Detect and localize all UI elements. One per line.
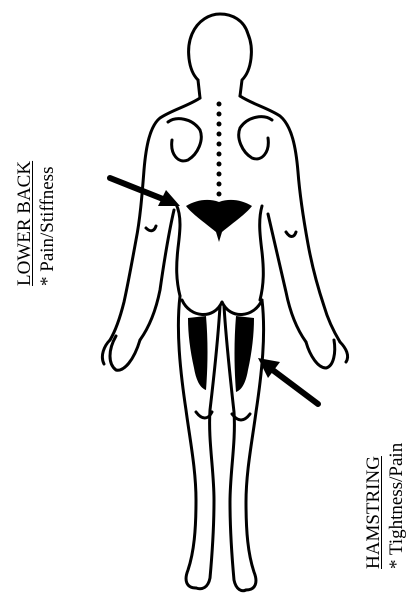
left-hand xyxy=(102,336,140,370)
hamstring-title: HAMSTRING xyxy=(363,456,384,569)
left-scapula xyxy=(168,119,201,161)
lower-back-title: LOWER BACK xyxy=(14,161,35,286)
waist-line-right xyxy=(260,206,264,300)
left-inner-arm xyxy=(140,210,174,340)
right-hand xyxy=(306,340,348,368)
hamstring-symptom: Tightness/Pain xyxy=(386,443,407,555)
right-scapula xyxy=(239,117,272,159)
hamstring-symptom-line: * Tightness/Pain xyxy=(386,389,409,569)
spine-dots xyxy=(217,102,222,197)
waist-line xyxy=(176,204,180,296)
hamstring-arrow xyxy=(258,358,318,404)
left-elbow xyxy=(146,226,156,231)
left-hamstring-highlight xyxy=(188,316,208,390)
lower-back-highlight xyxy=(186,200,252,242)
lower-back-symptom: Pain/Stiffness xyxy=(37,167,58,272)
hamstring-bullet: * xyxy=(386,560,407,570)
right-hamstring-highlight xyxy=(235,316,255,392)
neck-left xyxy=(198,80,200,98)
hamstring-label: HAMSTRING * Tightness/Pain xyxy=(363,389,410,569)
lower-back-arrow xyxy=(110,178,180,206)
lower-back-bullet: * xyxy=(37,277,58,287)
lower-back-symptom-line: * Pain/Stiffness xyxy=(37,86,60,286)
right-elbow xyxy=(286,232,296,237)
buttocks xyxy=(182,300,262,315)
lower-back-label: LOWER BACK * Pain/Stiffness xyxy=(14,86,64,286)
